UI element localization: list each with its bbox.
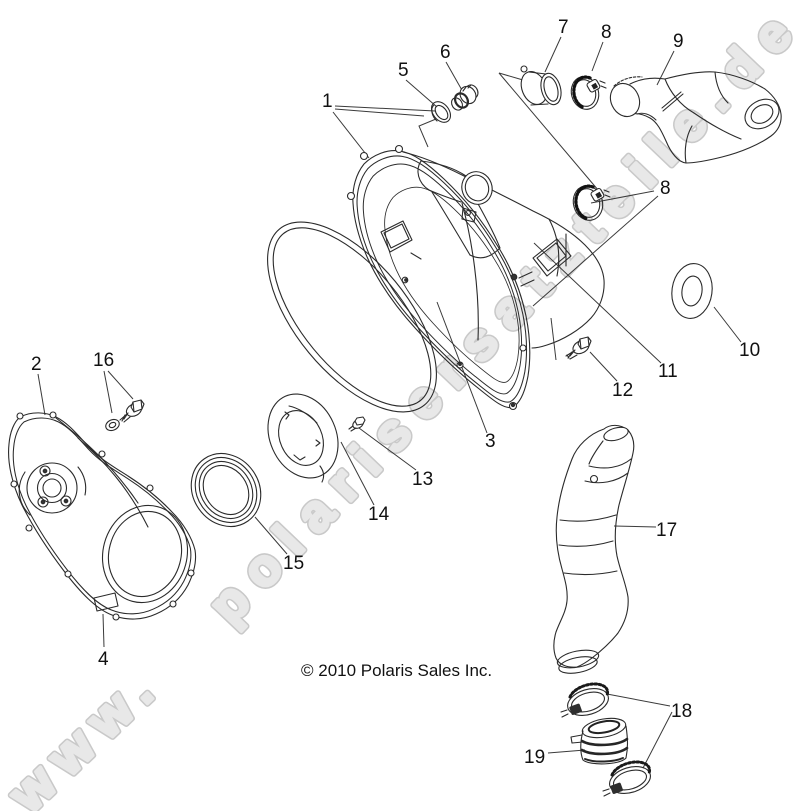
svg-text:10: 10 — [739, 340, 760, 361]
svg-text:3: 3 — [485, 431, 496, 452]
svg-text:polarisersatzteile.de: polarisersatzteile.de — [198, 0, 799, 635]
svg-text:© 2010 Polaris Sales Inc.: © 2010 Polaris Sales Inc. — [301, 661, 492, 680]
svg-text:13: 13 — [412, 469, 433, 490]
svg-text:2: 2 — [31, 354, 42, 375]
svg-text:8: 8 — [601, 22, 612, 43]
svg-text:15: 15 — [283, 553, 304, 574]
svg-text:9: 9 — [673, 31, 684, 52]
svg-text:17: 17 — [656, 520, 677, 541]
svg-text:8: 8 — [660, 178, 671, 199]
svg-text:12: 12 — [612, 380, 633, 401]
svg-text:18: 18 — [671, 701, 692, 722]
svg-text:www.: www. — [0, 654, 173, 811]
svg-text:1: 1 — [322, 91, 333, 112]
svg-text:11: 11 — [658, 361, 678, 382]
svg-text:4: 4 — [98, 649, 109, 670]
svg-text:7: 7 — [558, 17, 569, 38]
svg-text:6: 6 — [440, 42, 451, 63]
svg-text:16: 16 — [93, 350, 114, 371]
svg-text:14: 14 — [368, 504, 390, 525]
svg-text:5: 5 — [398, 60, 409, 81]
svg-text:19: 19 — [524, 747, 545, 768]
